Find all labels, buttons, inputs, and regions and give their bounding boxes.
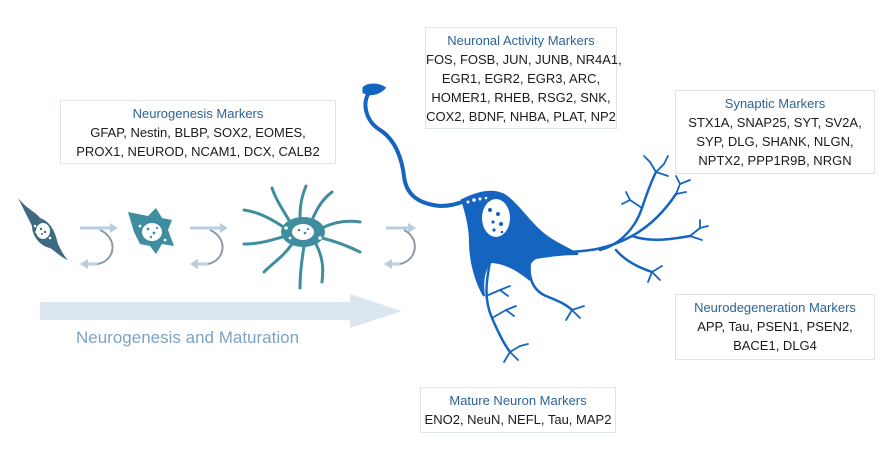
marker-line: NPTX2, PPP1R9B, NRGN (698, 153, 852, 168)
marker-line: BACE1, DLG4 (733, 338, 817, 353)
box-title: Synaptic Markers (724, 96, 826, 111)
mature-neuron-markers-box: Mature Neuron Markers ENO2, NeuN, NEFL, … (420, 387, 616, 433)
marker-line: ENO2, NeuN, NEFL, Tau, MAP2 (424, 412, 612, 427)
star-shaped-cell-icon (242, 184, 362, 290)
marker-line: STX1A, SNAP25, SYT, SV2A, (688, 115, 862, 130)
flow-label: Neurogenesis and Maturation (76, 328, 300, 347)
neurogenesis-markers-box: Neurogenesis Markers GFAP, Nestin, BLBP,… (60, 100, 336, 164)
marker-line: APP, Tau, PSEN1, PSEN2, (697, 319, 853, 334)
small-multipolar-cell-icon (128, 208, 174, 254)
cycle-arrow-icon (384, 223, 416, 269)
marker-line: SYP, DLG, SHANK, NLGN, (696, 134, 854, 149)
marker-line: PROX1, NEUROD, NCAM1, DCX, CALB2 (76, 144, 320, 159)
marker-line: HOMER1, RHEB, RSG2, SNK, (431, 90, 611, 105)
bipolar-progenitor-cell-icon (18, 198, 68, 260)
mature-neuron-icon (362, 83, 709, 363)
cycle-arrow-icon (190, 223, 228, 269)
cycle-arrow-icon (80, 223, 118, 269)
box-title: Mature Neuron Markers (449, 393, 587, 408)
box-title: Neurogenesis Markers (132, 106, 264, 121)
box-title: Neurodegeneration Markers (694, 300, 856, 315)
marker-line: COX2, BDNF, NHBA, PLAT, NP2 (426, 109, 616, 124)
marker-line: GFAP, Nestin, BLBP, SOX2, EOMES, (90, 125, 306, 140)
neuronal-activity-markers-box: Neuronal Activity Markers FOS, FOSB, JUN… (425, 27, 622, 129)
neurodegeneration-markers-box: Neurodegeneration Markers APP, Tau, PSEN… (675, 294, 875, 360)
box-title: Neuronal Activity Markers (447, 33, 595, 48)
flow-arrow (40, 294, 402, 328)
marker-line: FOS, FOSB, JUN, JUNB, NR4A1, (426, 52, 622, 67)
marker-line: EGR1, EGR2, EGR3, ARC, (441, 71, 601, 86)
synaptic-markers-box: Synaptic Markers STX1A, SNAP25, SYT, SV2… (675, 90, 875, 174)
